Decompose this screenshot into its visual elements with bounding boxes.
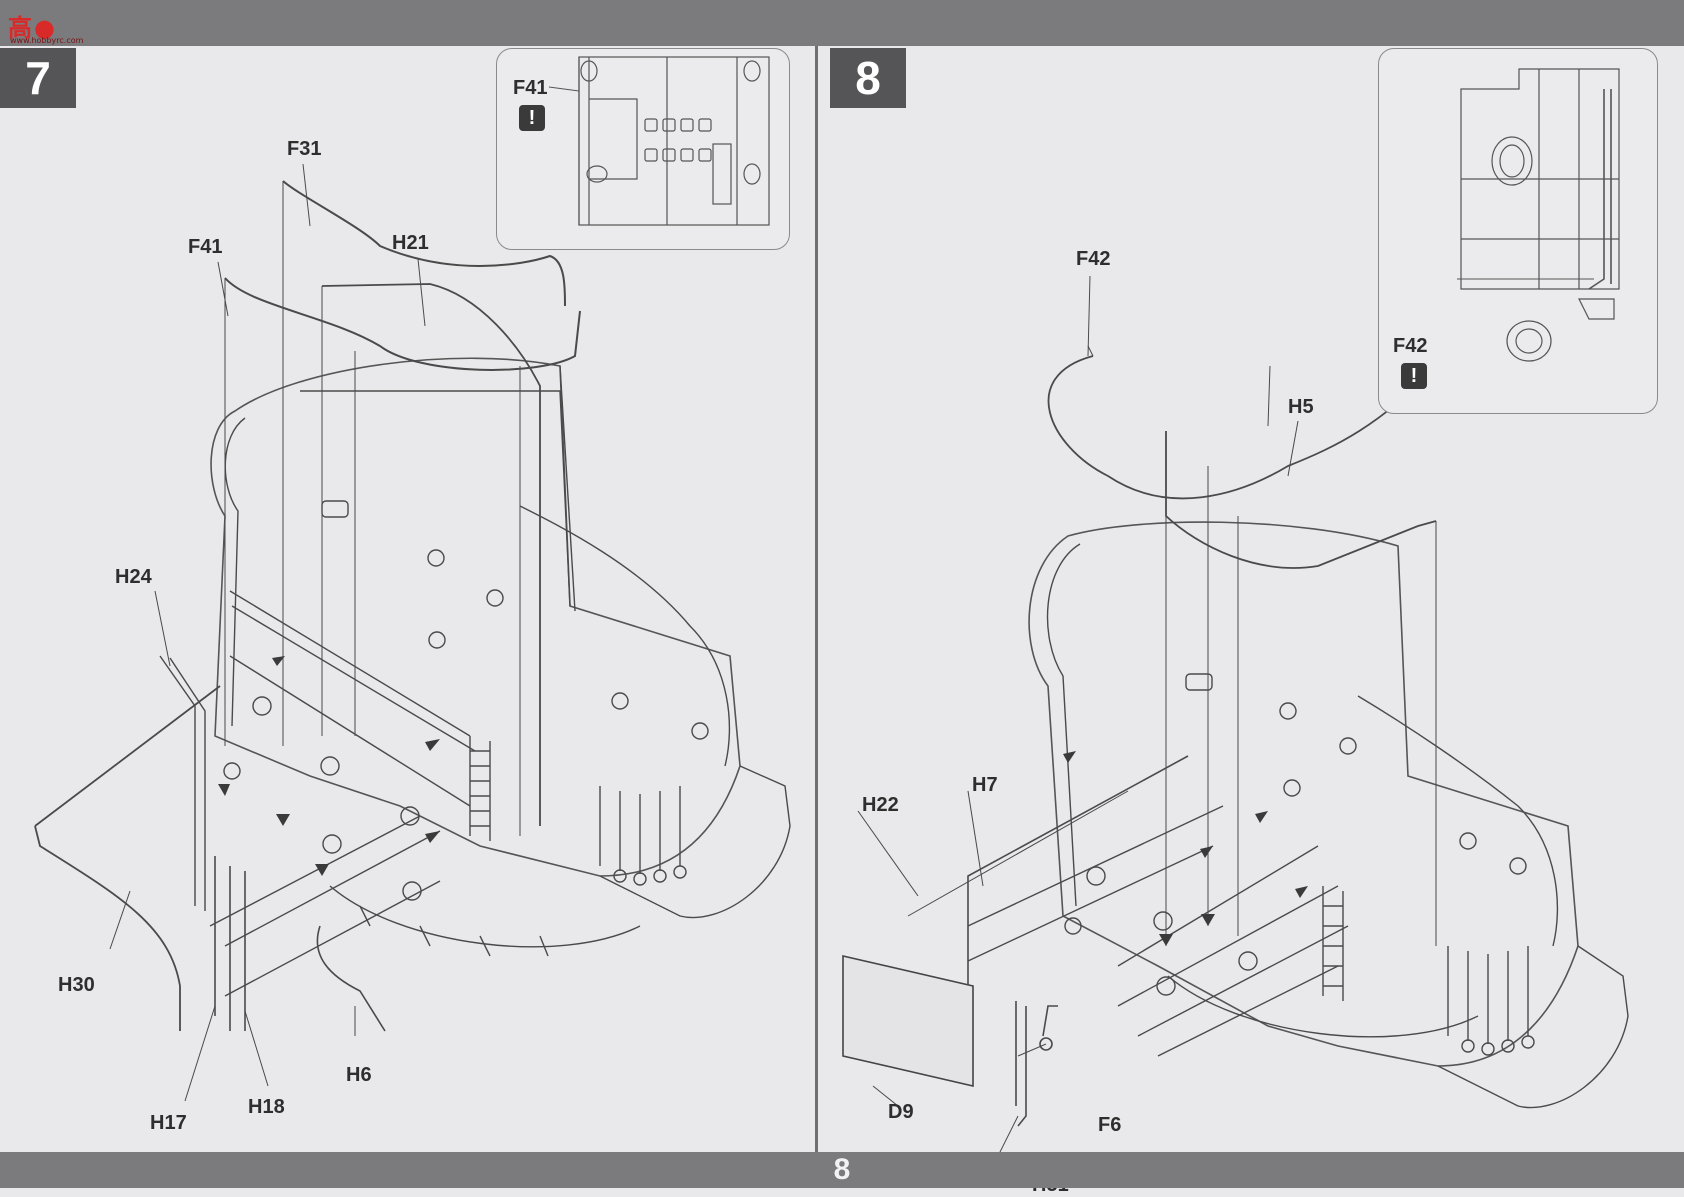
inset-part-label-f41: F41 [513, 77, 548, 99]
bottom-band [0, 1152, 1684, 1188]
part-label-d9: D9 [888, 1101, 914, 1123]
top-band [0, 0, 1684, 46]
step-8-panel: 8 [818, 46, 1684, 1196]
warning-icon: ! [1401, 363, 1427, 389]
part-label-h7: H7 [972, 774, 998, 796]
step-number-badge: 8 [830, 48, 906, 108]
step-7-panel: 7 [0, 46, 815, 1152]
part-label-f42: F42 [1076, 248, 1111, 270]
watermark-url: www.hobbyrc.com [10, 36, 84, 45]
watermark: 高●网 www.hobbyrc.com [4, 4, 84, 77]
panel-divider [815, 46, 818, 1152]
part-label-h22: H22 [862, 794, 899, 816]
inset-detail-drawing [1457, 68, 1620, 362]
warning-icon: ! [519, 105, 545, 131]
inset-detail-drawing [548, 56, 770, 226]
part-label-h21: H21 [392, 232, 429, 254]
part-label-f6: F6 [1098, 1114, 1122, 1136]
inset-part-label-f42: F42 [1393, 335, 1428, 357]
part-label-h18: H18 [248, 1096, 285, 1118]
step-8-assembly-drawing [842, 275, 1629, 1152]
part-label-f41: F41 [188, 236, 223, 258]
part-label-h17: H17 [150, 1112, 187, 1134]
step-7-assembly-drawing [34, 163, 791, 1102]
step-7-detail-inset: F41 ! [496, 48, 790, 250]
part-label-h5: H5 [1288, 396, 1314, 418]
step-8-detail-inset: F42 ! [1378, 48, 1658, 414]
step-number-badge: 7 [0, 48, 76, 108]
part-label-h24: H24 [115, 566, 152, 588]
part-label-f31: F31 [287, 138, 322, 160]
part-label-h6: H6 [346, 1064, 372, 1086]
part-label-h30: H30 [58, 974, 95, 996]
page-number: 8 [833, 1153, 851, 1186]
